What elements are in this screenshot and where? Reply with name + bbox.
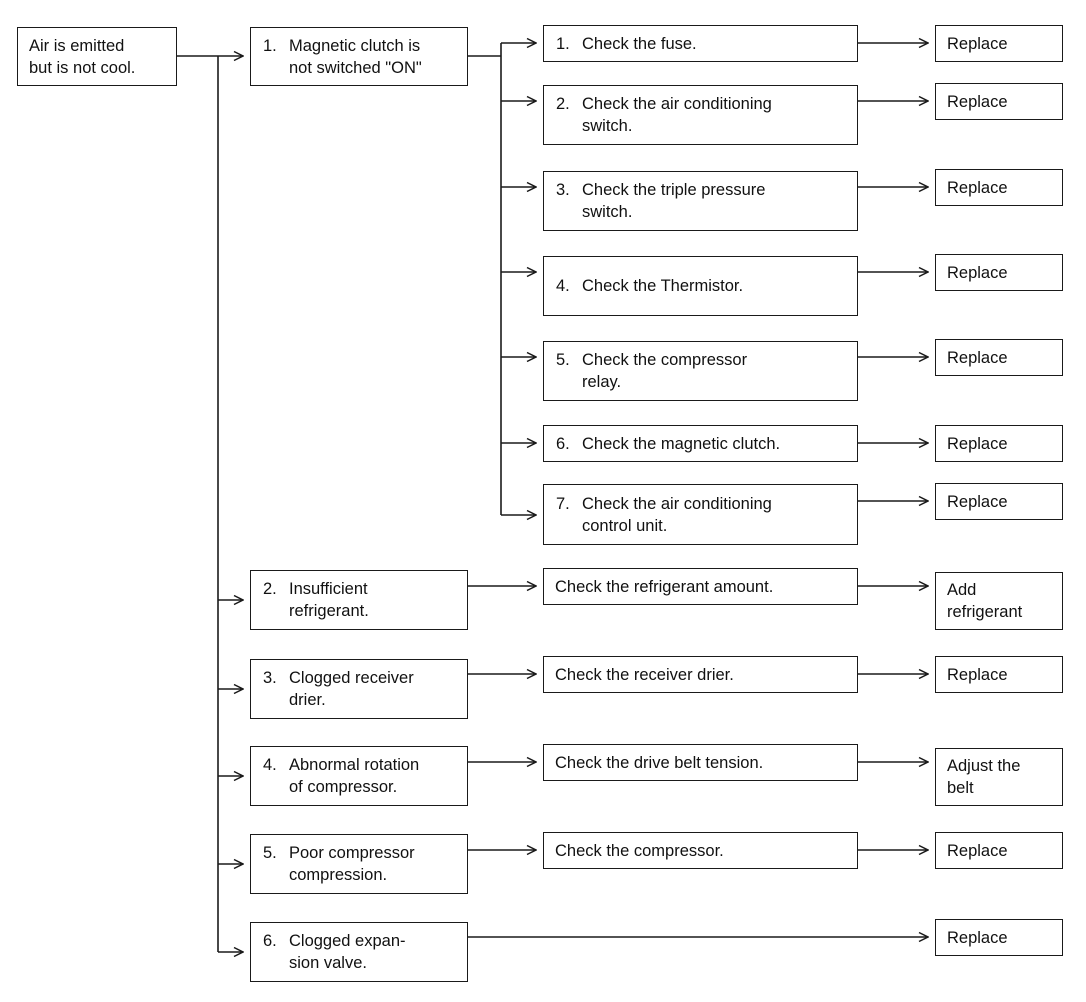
cause-4-line-1: Abnormal rotation	[289, 756, 420, 774]
remedy-box-other-5[interactable]: Replace	[935, 919, 1063, 956]
check-clutch-7-line-2: control unit.	[582, 516, 668, 535]
cause-5-line-2: compression.	[289, 866, 388, 884]
symptom-line-1: Air is emitted	[29, 36, 125, 55]
cause-1-line-2: not switched "ON"	[289, 58, 422, 77]
check-other-1-text: Check the refrigerant amount.	[555, 577, 774, 596]
cause-6-line-2: sion valve.	[289, 954, 367, 972]
cause-6-line-1: Clogged expan-	[289, 932, 406, 950]
remedy-other-3-line-2: belt	[947, 779, 974, 797]
check-clutch-3-number: 3.	[556, 181, 570, 199]
cause-box-3[interactable]: 3. Clogged receiver drier.	[250, 659, 468, 719]
check-clutch-4-number: 4.	[556, 277, 570, 295]
check-clutch-5-line-2: relay.	[582, 373, 622, 391]
cause-box-6[interactable]: 6. Clogged expan- sion valve.	[250, 922, 468, 982]
remedy-box-clutch-3[interactable]: Replace	[935, 169, 1063, 206]
remedy-other-1-line-2: refrigerant	[947, 603, 1023, 621]
remedy-clutch-5-text: Replace	[947, 348, 1008, 367]
remedy-box-clutch-2[interactable]: Replace	[935, 83, 1063, 120]
check-other-3-text: Check the drive belt tension.	[555, 753, 764, 772]
check-clutch-1-number: 1.	[556, 34, 570, 53]
check-clutch-4-text: Check the Thermistor.	[582, 277, 744, 295]
check-box-clutch-2[interactable]: 2. Check the air conditioning switch.	[543, 85, 858, 145]
remedy-other-2-text: Replace	[947, 665, 1008, 684]
cause-4-line-2: of compressor.	[289, 778, 398, 796]
symptom-line-2: but is not cool.	[29, 58, 136, 77]
cause-3-number: 3.	[263, 669, 277, 687]
cause-box-2[interactable]: 2. Insufficient refrigerant.	[250, 570, 468, 630]
cause-3-line-2: drier.	[289, 691, 326, 709]
remedy-clutch-7-text: Replace	[947, 492, 1008, 511]
check-clutch-2-line-2: switch.	[582, 117, 633, 135]
check-box-clutch-7[interactable]: 7. Check the air conditioning control un…	[543, 484, 858, 545]
remedy-box-clutch-4[interactable]: Replace	[935, 254, 1063, 291]
remedy-other-5-text: Replace	[947, 928, 1008, 947]
remedy-clutch-2-text: Replace	[947, 92, 1008, 111]
check-box-clutch-4[interactable]: 4. Check the Thermistor.	[543, 256, 858, 316]
cause-box-5[interactable]: 5. Poor compressor compression.	[250, 834, 468, 894]
cause-5-number: 5.	[263, 844, 277, 862]
remedy-box-clutch-7[interactable]: Replace	[935, 483, 1063, 520]
check-clutch-5-line-1: Check the compressor	[582, 351, 748, 369]
remedy-box-other-2[interactable]: Replace	[935, 656, 1063, 693]
check-other-4-text: Check the compressor.	[555, 841, 724, 860]
cause-box-4[interactable]: 4. Abnormal rotation of compressor.	[250, 746, 468, 806]
remedy-other-3-line-1: Adjust the	[947, 757, 1021, 775]
cause-box-1[interactable]: 1. Magnetic clutch is not switched "ON"	[250, 27, 468, 86]
check-clutch-6-text: Check the magnetic clutch.	[582, 434, 781, 453]
check-box-clutch-1[interactable]: 1. Check the fuse.	[543, 25, 858, 62]
check-box-other-2[interactable]: Check the receiver drier.	[543, 656, 858, 693]
check-clutch-6-number: 6.	[556, 434, 570, 453]
cause-3-line-1: Clogged receiver	[289, 669, 414, 687]
remedy-other-1-line-1: Add	[947, 581, 977, 599]
symptom-box[interactable]: Air is emitted but is not cool.	[17, 27, 177, 86]
cause-2-line-1: Insufficient	[289, 580, 368, 598]
check-clutch-7-line-1: Check the air conditioning	[582, 494, 772, 513]
remedy-box-clutch-5[interactable]: Replace	[935, 339, 1063, 376]
cause-1-number: 1.	[263, 36, 277, 55]
check-clutch-7-number: 7.	[556, 494, 570, 513]
check-clutch-3-line-2: switch.	[582, 203, 633, 221]
remedy-box-other-1[interactable]: Add refrigerant	[935, 572, 1063, 630]
cause-4-number: 4.	[263, 756, 277, 774]
remedy-clutch-6-text: Replace	[947, 434, 1008, 453]
remedy-clutch-1-text: Replace	[947, 34, 1008, 53]
remedy-clutch-3-text: Replace	[947, 178, 1008, 197]
cause-5-line-1: Poor compressor	[289, 844, 415, 862]
check-clutch-2-number: 2.	[556, 95, 570, 113]
remedy-other-4-text: Replace	[947, 841, 1008, 860]
check-clutch-5-number: 5.	[556, 351, 570, 369]
check-clutch-3-line-1: Check the triple pressure	[582, 181, 766, 199]
check-box-clutch-6[interactable]: 6. Check the magnetic clutch.	[543, 425, 858, 462]
cause-2-number: 2.	[263, 580, 277, 598]
check-box-clutch-5[interactable]: 5. Check the compressor relay.	[543, 341, 858, 401]
check-other-2-text: Check the receiver drier.	[555, 665, 734, 684]
remedy-box-other-4[interactable]: Replace	[935, 832, 1063, 869]
check-box-clutch-3[interactable]: 3. Check the triple pressure switch.	[543, 171, 858, 231]
cause-6-number: 6.	[263, 932, 277, 950]
cause-1-line-1: Magnetic clutch is	[289, 36, 421, 55]
remedy-clutch-4-text: Replace	[947, 263, 1008, 282]
remedy-box-clutch-1[interactable]: Replace	[935, 25, 1063, 62]
check-clutch-1-text: Check the fuse.	[582, 34, 697, 53]
check-clutch-2-line-1: Check the air conditioning	[582, 95, 772, 113]
check-box-other-1[interactable]: Check the refrigerant amount.	[543, 568, 858, 605]
remedy-box-clutch-6[interactable]: Replace	[935, 425, 1063, 462]
check-box-other-3[interactable]: Check the drive belt tension.	[543, 744, 858, 781]
cause-2-line-2: refrigerant.	[289, 602, 369, 620]
check-box-other-4[interactable]: Check the compressor.	[543, 832, 858, 869]
remedy-box-other-3[interactable]: Adjust the belt	[935, 748, 1063, 806]
